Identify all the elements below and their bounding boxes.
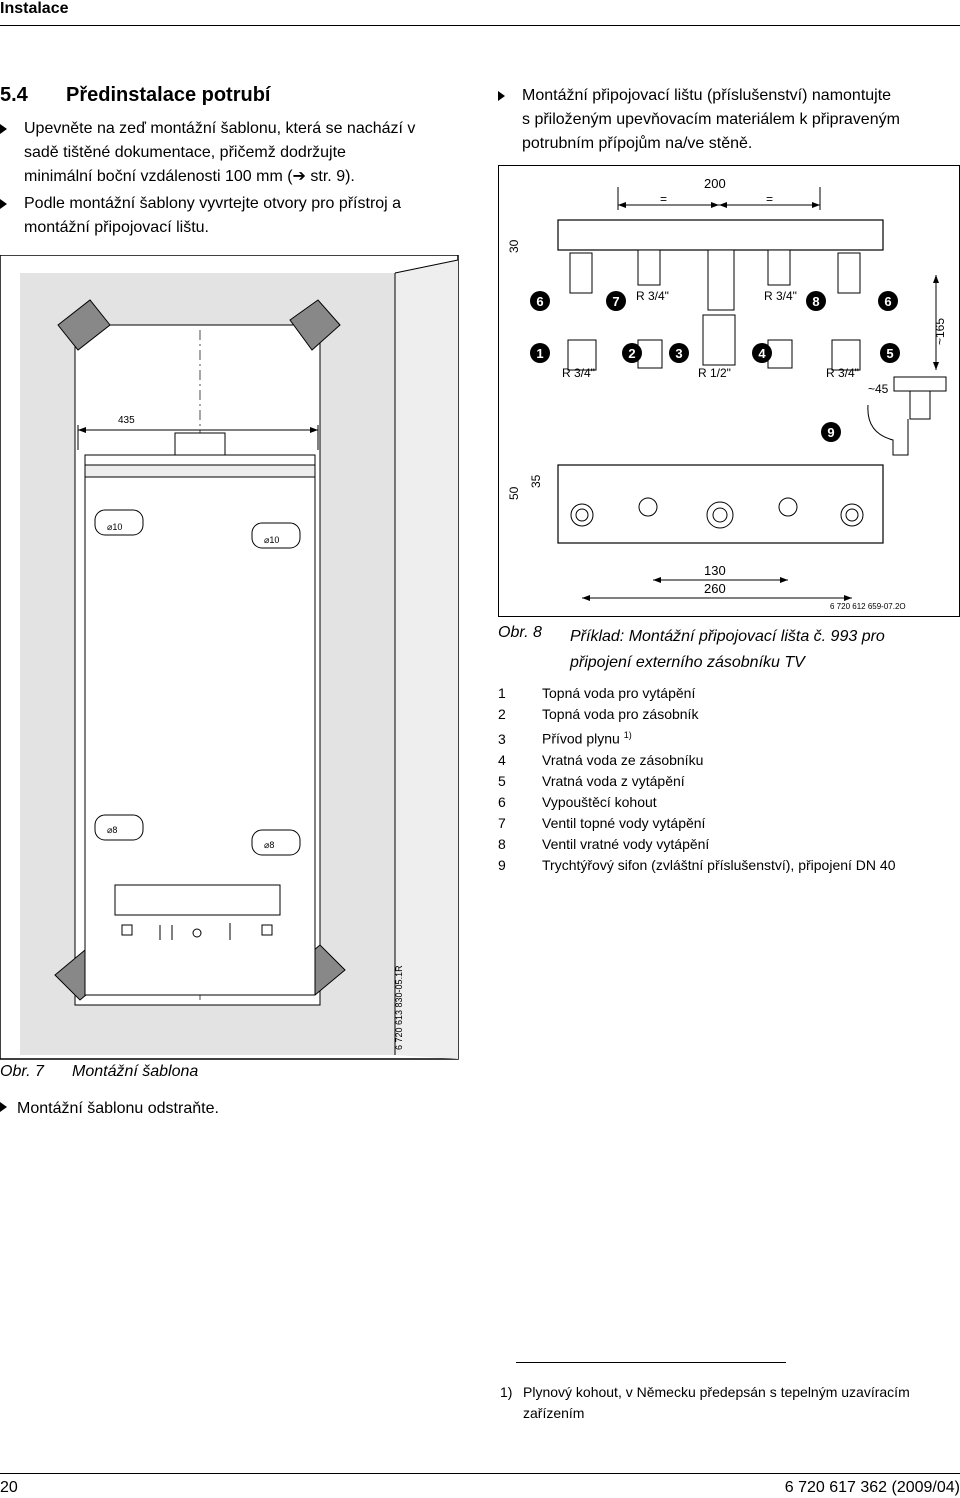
figure-8-caption-number: Obr. 8 — [498, 624, 542, 641]
footnote-line: zařízením — [523, 1405, 585, 1421]
footer-rule — [0, 1473, 960, 1474]
marker-8: 8 — [812, 294, 819, 309]
drill-8-label: ⌀8 — [264, 840, 274, 850]
bullet-arrow-icon — [498, 91, 505, 101]
dim-130: 130 — [704, 563, 726, 578]
marker-1: 1 — [536, 346, 543, 361]
marker-6: 6 — [536, 294, 543, 309]
drill-10-label: ⌀10 — [264, 535, 279, 545]
step-line: minimální boční vzdálenosti 100 mm (➔ st… — [24, 168, 355, 185]
equal-left: = — [660, 192, 667, 206]
step-line: potrubním přípojům na/ve stěně. — [522, 135, 753, 152]
left-step-2: Podle montážní šablony vyvrtejte otvory … — [0, 192, 470, 240]
connection-icons — [121, 923, 273, 940]
section-title: Předinstalace potrubí — [66, 84, 271, 106]
tape-icon — [289, 299, 341, 351]
dim-45: ~45 — [868, 382, 889, 396]
tape-icon — [57, 299, 111, 351]
footnote-ref: 1) — [623, 730, 632, 740]
marker-circles: 6 7 8 6 1 2 3 4 5 9 — [530, 291, 900, 442]
step-line: Montážní připojovací lištu (příslušenstv… — [522, 87, 892, 104]
footnote-rule — [516, 1362, 786, 1363]
dim-35: 35 — [529, 474, 543, 488]
figure-8-connection-bar: 200 = = 30 6 7 8 6 1 2 3 4 5 9 R 3/4" R … — [498, 165, 960, 617]
dim-165: ~165 — [933, 318, 947, 345]
caption-line: připojení externího zásobníku TV — [570, 654, 805, 671]
step-line: sadě tištěné dokumentace, přičemž dodržu… — [24, 144, 346, 161]
section-number: 5.4 — [0, 84, 28, 106]
figure-8-code: 6 720 612 659-07.2O — [830, 602, 906, 611]
thread-label: R 1/2" — [698, 366, 731, 380]
marker-2: 2 — [628, 346, 635, 361]
dim-435: 435 — [118, 415, 135, 426]
marker-3: 3 — [675, 346, 682, 361]
dim-30: 30 — [507, 239, 521, 253]
running-header: Instalace — [0, 0, 69, 17]
step-line: Podle montážní šablony vyvrtejte otvory … — [24, 195, 402, 212]
bullet-arrow-icon — [0, 124, 7, 134]
figure-7-mounting-template: 435 ⌀10 ⌀10 ⌀8 ⌀8 6 720 613 830-05.1R — [0, 255, 459, 1060]
step-text: Montážní šablonu odstraňte. — [17, 1100, 219, 1117]
page-number: 20 — [0, 1479, 18, 1496]
header-rule — [0, 25, 960, 26]
marker-5: 5 — [886, 346, 893, 361]
document-code: 6 720 617 362 (2009/04) — [784, 1479, 960, 1496]
caption-line: Příklad: Montážní připojovací lišta č. 9… — [570, 628, 885, 645]
footnote-line: Plynový kohout, v Německu předepsán s te… — [523, 1384, 910, 1400]
dim-200: 200 — [704, 176, 726, 191]
thread-label: R 3/4" — [636, 289, 669, 303]
marker-4: 4 — [758, 346, 766, 361]
step-line: Upevněte na zeď montážní šablonu, která … — [24, 120, 416, 137]
thread-label: R 3/4" — [562, 366, 595, 380]
step-line: s přiloženým upevňovacím materiálem k př… — [522, 111, 900, 128]
drill-10-label: ⌀10 — [107, 522, 122, 532]
figure-7-caption-text: Montážní šablona — [72, 1063, 199, 1080]
marker-6: 6 — [884, 294, 891, 309]
dim-260: 260 — [704, 581, 726, 596]
bullet-arrow-icon — [0, 1102, 7, 1112]
thread-label: R 3/4" — [764, 289, 797, 303]
dim-50: 50 — [507, 486, 521, 500]
step-remove-template: Montážní šablonu odstraňte. — [0, 1097, 219, 1121]
figure-7-code: 6 720 613 830-05.1R — [394, 965, 404, 1050]
marker-7: 7 — [612, 294, 619, 309]
left-step-1: Upevněte na zeď montážní šablonu, která … — [0, 117, 470, 189]
equal-right: = — [766, 192, 773, 206]
right-step: Montážní připojovací lištu (příslušenstv… — [498, 84, 960, 156]
drill-8-label: ⌀8 — [107, 825, 117, 835]
figure-7-caption-number: Obr. 7 — [0, 1063, 44, 1080]
footnote-text: Plynový kohout, v Německu předepsán s te… — [523, 1382, 960, 1424]
figure-8-caption-text: Příklad: Montážní připojovací lišta č. 9… — [570, 624, 885, 676]
footnote-mark: 1) — [500, 1384, 513, 1400]
bullet-arrow-icon — [0, 199, 7, 209]
thread-label: R 3/4" — [826, 366, 859, 380]
step-line: montážní připojovací lištu. — [24, 219, 209, 236]
marker-9: 9 — [827, 425, 834, 440]
